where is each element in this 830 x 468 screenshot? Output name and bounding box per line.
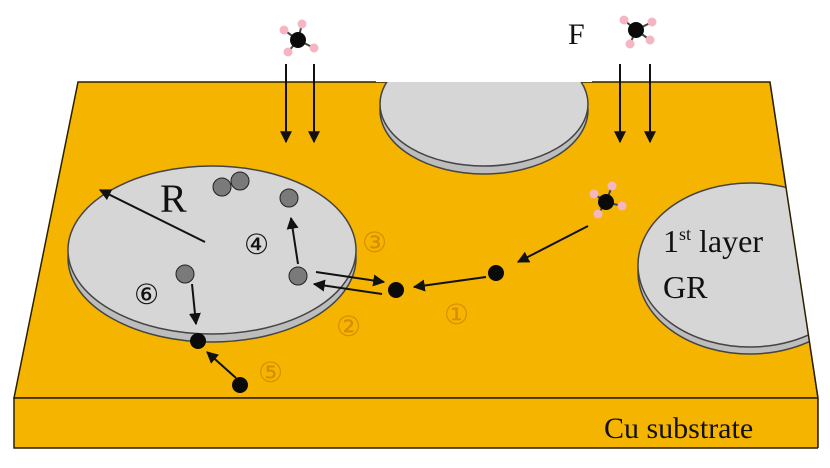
edge-descent-arrow [188,283,201,326]
island-atom [175,264,195,284]
flux-label: F [568,18,585,51]
adatom [388,282,404,298]
landing-arrow [516,225,589,263]
detach-arrow [315,271,386,287]
molecule-icon-left [279,19,319,57]
layer-label-suffix: layer [691,223,763,259]
step-2-label: ② [336,312,361,343]
island-atom [279,188,299,208]
island-atom [288,266,308,286]
adatom [190,333,206,349]
island-right [637,182,830,355]
radius-label: R [160,176,187,221]
edge-attach-arrow [206,351,237,379]
molecule-icon-right [619,15,657,49]
step-5-label: ⑤ [258,358,283,389]
island-atom [230,171,250,191]
radius-arrow [98,189,206,243]
adatom [488,265,504,281]
island-left [67,165,357,343]
layer-label-line2: GR [663,269,708,305]
island-diffusion-arrow [286,216,299,265]
step-1-label: ① [444,300,469,331]
step-4-label: ④ [244,230,269,261]
adatom [232,377,248,393]
substrate-front-face [13,397,819,449]
island-top-center [376,40,592,175]
attach-arrow [312,279,383,295]
step-6-label: ⑥ [134,280,159,311]
substrate-label: Cu substrate [604,412,753,445]
step-3-label: ③ [362,228,387,259]
layer-label-sup: st [679,224,691,244]
layer-label: 1st layer [663,223,763,259]
island-atom [212,177,232,197]
layer-label-prefix: 1 [663,223,679,259]
diffusion-arrow [412,276,487,292]
molecule-icon-surface [589,181,627,219]
